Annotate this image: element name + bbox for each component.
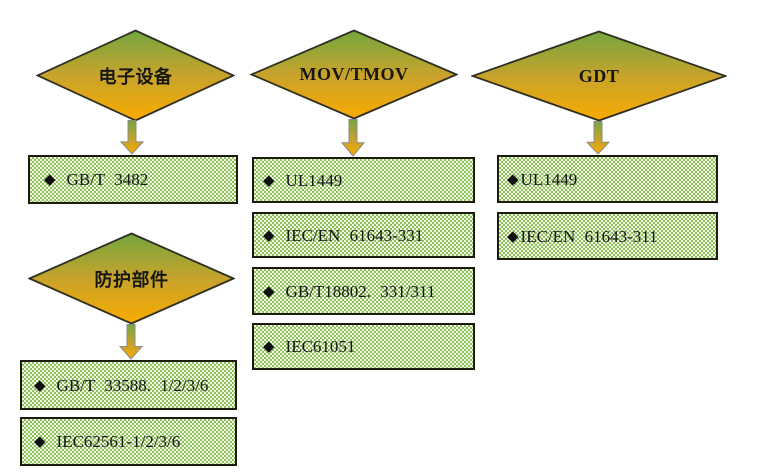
down-arrow-icon	[586, 121, 610, 155]
diamond-bullet-icon: ◆	[507, 169, 519, 188]
standard-label: GB/T 33588. 1/2/3/6	[56, 375, 209, 395]
diamond-bullet-icon: ◆	[34, 375, 46, 394]
diamond-bullet-icon: ◆	[263, 337, 275, 355]
diamond-bullet-icon: ◆	[507, 226, 519, 245]
standard-label: IEC/EN 61643-311	[520, 226, 658, 246]
diamond-label-mov-tmov: MOV/TMOV	[299, 64, 409, 84]
diamond-bullet-icon: ◆	[263, 170, 275, 189]
down-arrow-icon	[119, 324, 143, 360]
box-gbt-33588: ◆ GB/T 33588. 1/2/3/6	[20, 360, 237, 410]
diamond-electronic-equipment: 电子设备	[36, 29, 235, 122]
box-iec62561: ◆ IEC62561-1/2/3/6	[20, 417, 237, 466]
standard-label: IEC/EN 61643-331	[285, 225, 424, 245]
down-arrow-icon	[120, 120, 144, 155]
standard-label: IEC61051	[285, 337, 356, 356]
diamond-mov-tmov: MOV/TMOV	[250, 29, 458, 120]
down-arrow-icon	[341, 119, 365, 157]
standard-label: GB/T18802. 331/311	[285, 281, 436, 301]
diamond-label-electronic-equipment: 电子设备	[98, 66, 173, 87]
diamond-shape-icon	[28, 232, 235, 325]
diamond-shape-icon	[471, 30, 727, 122]
diamond-bullet-icon: ◆	[263, 281, 275, 300]
box-iec-en-61643-311: ◆ IEC/EN 61643-311	[497, 212, 718, 260]
box-iec61051: ◆ IEC61051	[252, 323, 475, 370]
box-iec-en-61643-331: ◆ IEC/EN 61643-331	[252, 212, 475, 258]
diamond-gdt: GDT	[471, 30, 727, 122]
box-gbt-18802-331-311: ◆ GB/T18802. 331/311	[252, 267, 475, 315]
standard-label: IEC62561-1/2/3/6	[56, 432, 181, 451]
diamond-shape-icon	[250, 29, 458, 120]
diamond-protective-components: 防护部件	[28, 232, 235, 325]
standard-label: UL1449	[285, 170, 343, 190]
diamond-label-gdt: GDT	[578, 65, 620, 86]
diamond-bullet-icon: ◆	[34, 432, 46, 450]
standard-label: GB/T 3482	[66, 170, 149, 189]
diamond-bullet-icon: ◆	[263, 225, 275, 244]
box-ul1449-gdt: ◆ UL1449	[497, 155, 718, 203]
diamond-bullet-icon: ◆	[44, 170, 56, 188]
box-ul1449-mov: ◆ UL1449	[252, 157, 475, 203]
diamond-label-protective-components: 防护部件	[94, 269, 169, 290]
box-gbt-3482: ◆ GB/T 3482	[28, 155, 238, 204]
standard-label: UL1449	[520, 169, 578, 189]
